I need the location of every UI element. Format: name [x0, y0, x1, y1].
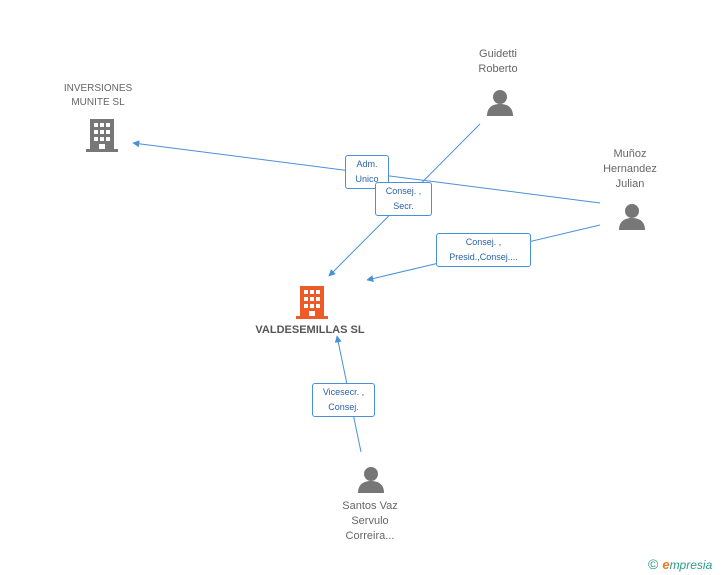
- brand-logo: empresia: [662, 556, 713, 572]
- building-icon[interactable]: [296, 284, 328, 320]
- relation-label-consej-secr[interactable]: Consej. , Secr.: [375, 182, 432, 216]
- node-label-guidetti[interactable]: Guidetti Roberto: [478, 48, 518, 75]
- person-icon[interactable]: [486, 88, 514, 116]
- relation-label-vicesecr[interactable]: Vicesecr. , Consej.: [312, 383, 375, 417]
- copyright-icon: ©: [648, 556, 659, 572]
- node-label-munoz[interactable]: Muñoz Hernandez Julian: [603, 148, 657, 190]
- footer-brand: © empresia: [648, 554, 712, 574]
- relation-label-consej-presid[interactable]: Consej. , Presid.,Consej....: [436, 233, 531, 267]
- node-label-inversiones[interactable]: INVERSIONES MUNITE SL: [63, 83, 133, 108]
- building-icon[interactable]: [86, 117, 118, 153]
- person-icon[interactable]: [357, 465, 385, 493]
- node-label-valdesemillas[interactable]: VALDESEMILLAS SL: [255, 324, 365, 336]
- person-icon[interactable]: [618, 202, 646, 230]
- node-label-santos[interactable]: Santos Vaz Servulo Correira...: [342, 500, 398, 542]
